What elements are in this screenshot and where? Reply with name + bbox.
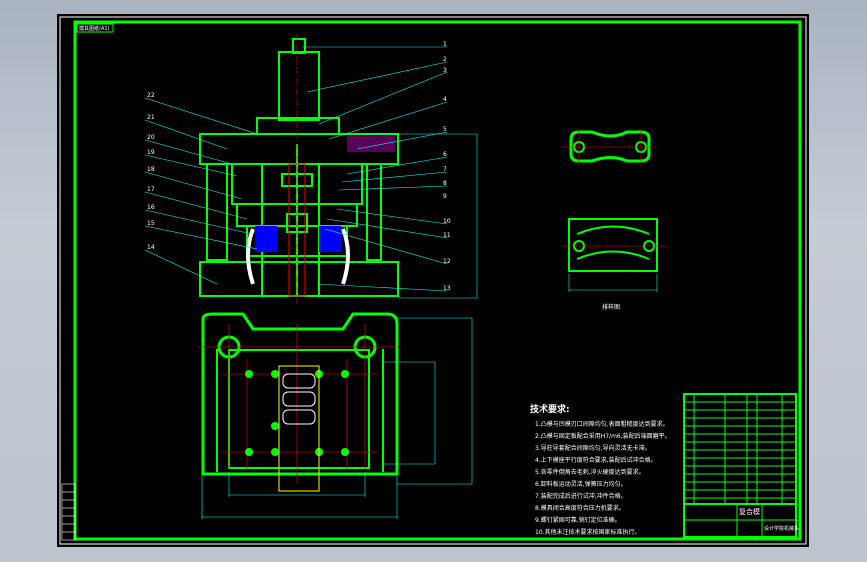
tech-line: 4.上下模座平行度符合要求,装配后试冲合格。 bbox=[535, 456, 657, 464]
blank-centerlines bbox=[562, 129, 667, 247]
corner-stamp-text: 模具图纸(A1) bbox=[79, 25, 110, 32]
tech-line: 10.其他未注技术要求按国家标准执行。 bbox=[535, 528, 641, 536]
part-numbers-left: 22 21 20 19 18 17 16 15 14 bbox=[147, 92, 155, 251]
inner-frame bbox=[73, 20, 802, 541]
tech-line: 2.凸模与固定板配合采用H7/m6,装配后端面磨平。 bbox=[535, 432, 671, 440]
blank-dimensions bbox=[568, 274, 658, 292]
part-no-20: 20 bbox=[147, 134, 155, 141]
part-no-11: 11 bbox=[443, 232, 451, 239]
plan-holes bbox=[245, 370, 349, 456]
part-no-13: 13 bbox=[443, 285, 451, 292]
title-block-name: 复合模 bbox=[739, 507, 760, 516]
tech-line: 9.螺钉紧固可靠,销钉定位准确。 bbox=[535, 516, 621, 524]
tech-line: 3.导柱导套配合间隙均匀,导向灵活无卡滞。 bbox=[535, 444, 651, 452]
spring-right bbox=[341, 228, 350, 285]
revision-strip bbox=[61, 483, 76, 541]
part-no-19: 19 bbox=[147, 149, 155, 156]
tech-line: 6.卸料板运动灵活,弹簧压力均匀。 bbox=[535, 480, 627, 488]
part-no-9: 9 bbox=[443, 193, 447, 200]
part-no-1: 1 bbox=[443, 41, 447, 48]
part-no-10: 10 bbox=[443, 218, 451, 225]
part-no-14: 14 bbox=[147, 244, 155, 251]
title-block-org: 设计学院机械系 bbox=[764, 525, 799, 532]
part-no-6: 6 bbox=[443, 151, 447, 158]
outer-frame bbox=[59, 16, 807, 545]
spring-left bbox=[246, 228, 255, 285]
part-no-8: 8 bbox=[443, 180, 447, 187]
part-no-18: 18 bbox=[147, 166, 155, 173]
tech-line: 8.模具闭合高度符合压力机要求。 bbox=[535, 504, 625, 512]
tech-title: 技术要求: bbox=[530, 403, 570, 415]
blank-drawing bbox=[568, 130, 658, 272]
parts-list bbox=[683, 393, 797, 505]
part-no-7: 7 bbox=[443, 166, 447, 173]
part-no-12: 12 bbox=[443, 258, 451, 265]
part-numbers-right: 1 2 3 4 5 6 7 8 9 10 11 12 13 bbox=[443, 41, 451, 292]
tech-requirements: 1.凸模与凹模刃口间隙均匀,表面粗糙度达到要求。 2.凸模与固定板配合采用H7/… bbox=[535, 420, 671, 536]
part-no-3: 3 bbox=[443, 67, 447, 74]
strip bbox=[278, 365, 320, 492]
tech-line: 5.各零件倒角去毛刺,淬火硬度达到要求。 bbox=[535, 468, 645, 476]
corner-stamp-box bbox=[76, 23, 114, 33]
plan-grid bbox=[197, 324, 402, 484]
leaders-right bbox=[302, 46, 478, 299]
drawing-canvas[interactable]: 模具图纸(A1) bbox=[57, 14, 809, 547]
hatched-plate bbox=[347, 136, 395, 152]
plan-view bbox=[201, 312, 399, 476]
part-no-21: 21 bbox=[147, 114, 155, 121]
leaders-left bbox=[144, 97, 258, 285]
part-no-4: 4 bbox=[443, 96, 447, 103]
part-no-22: 22 bbox=[147, 92, 155, 99]
blank-label: 排样图 bbox=[602, 303, 620, 311]
title-block bbox=[683, 503, 797, 538]
part-no-2: 2 bbox=[443, 56, 447, 63]
section-view bbox=[199, 38, 399, 297]
strip-parts bbox=[282, 373, 316, 425]
plan-dimensions bbox=[201, 317, 473, 519]
part-no-15: 15 bbox=[147, 220, 155, 227]
part-no-5: 5 bbox=[443, 126, 447, 133]
part-no-17: 17 bbox=[147, 186, 155, 193]
insert-left bbox=[255, 226, 277, 252]
tech-line: 7.装配完成后进行试冲,冲件合格。 bbox=[535, 492, 627, 500]
tech-line: 1.凸模与凹模刃口间隙均匀,表面粗糙度达到要求。 bbox=[535, 420, 669, 428]
insert-right bbox=[319, 226, 341, 252]
part-no-16: 16 bbox=[147, 204, 155, 211]
drawing-sheet: 模具图纸(A1) bbox=[57, 14, 809, 547]
